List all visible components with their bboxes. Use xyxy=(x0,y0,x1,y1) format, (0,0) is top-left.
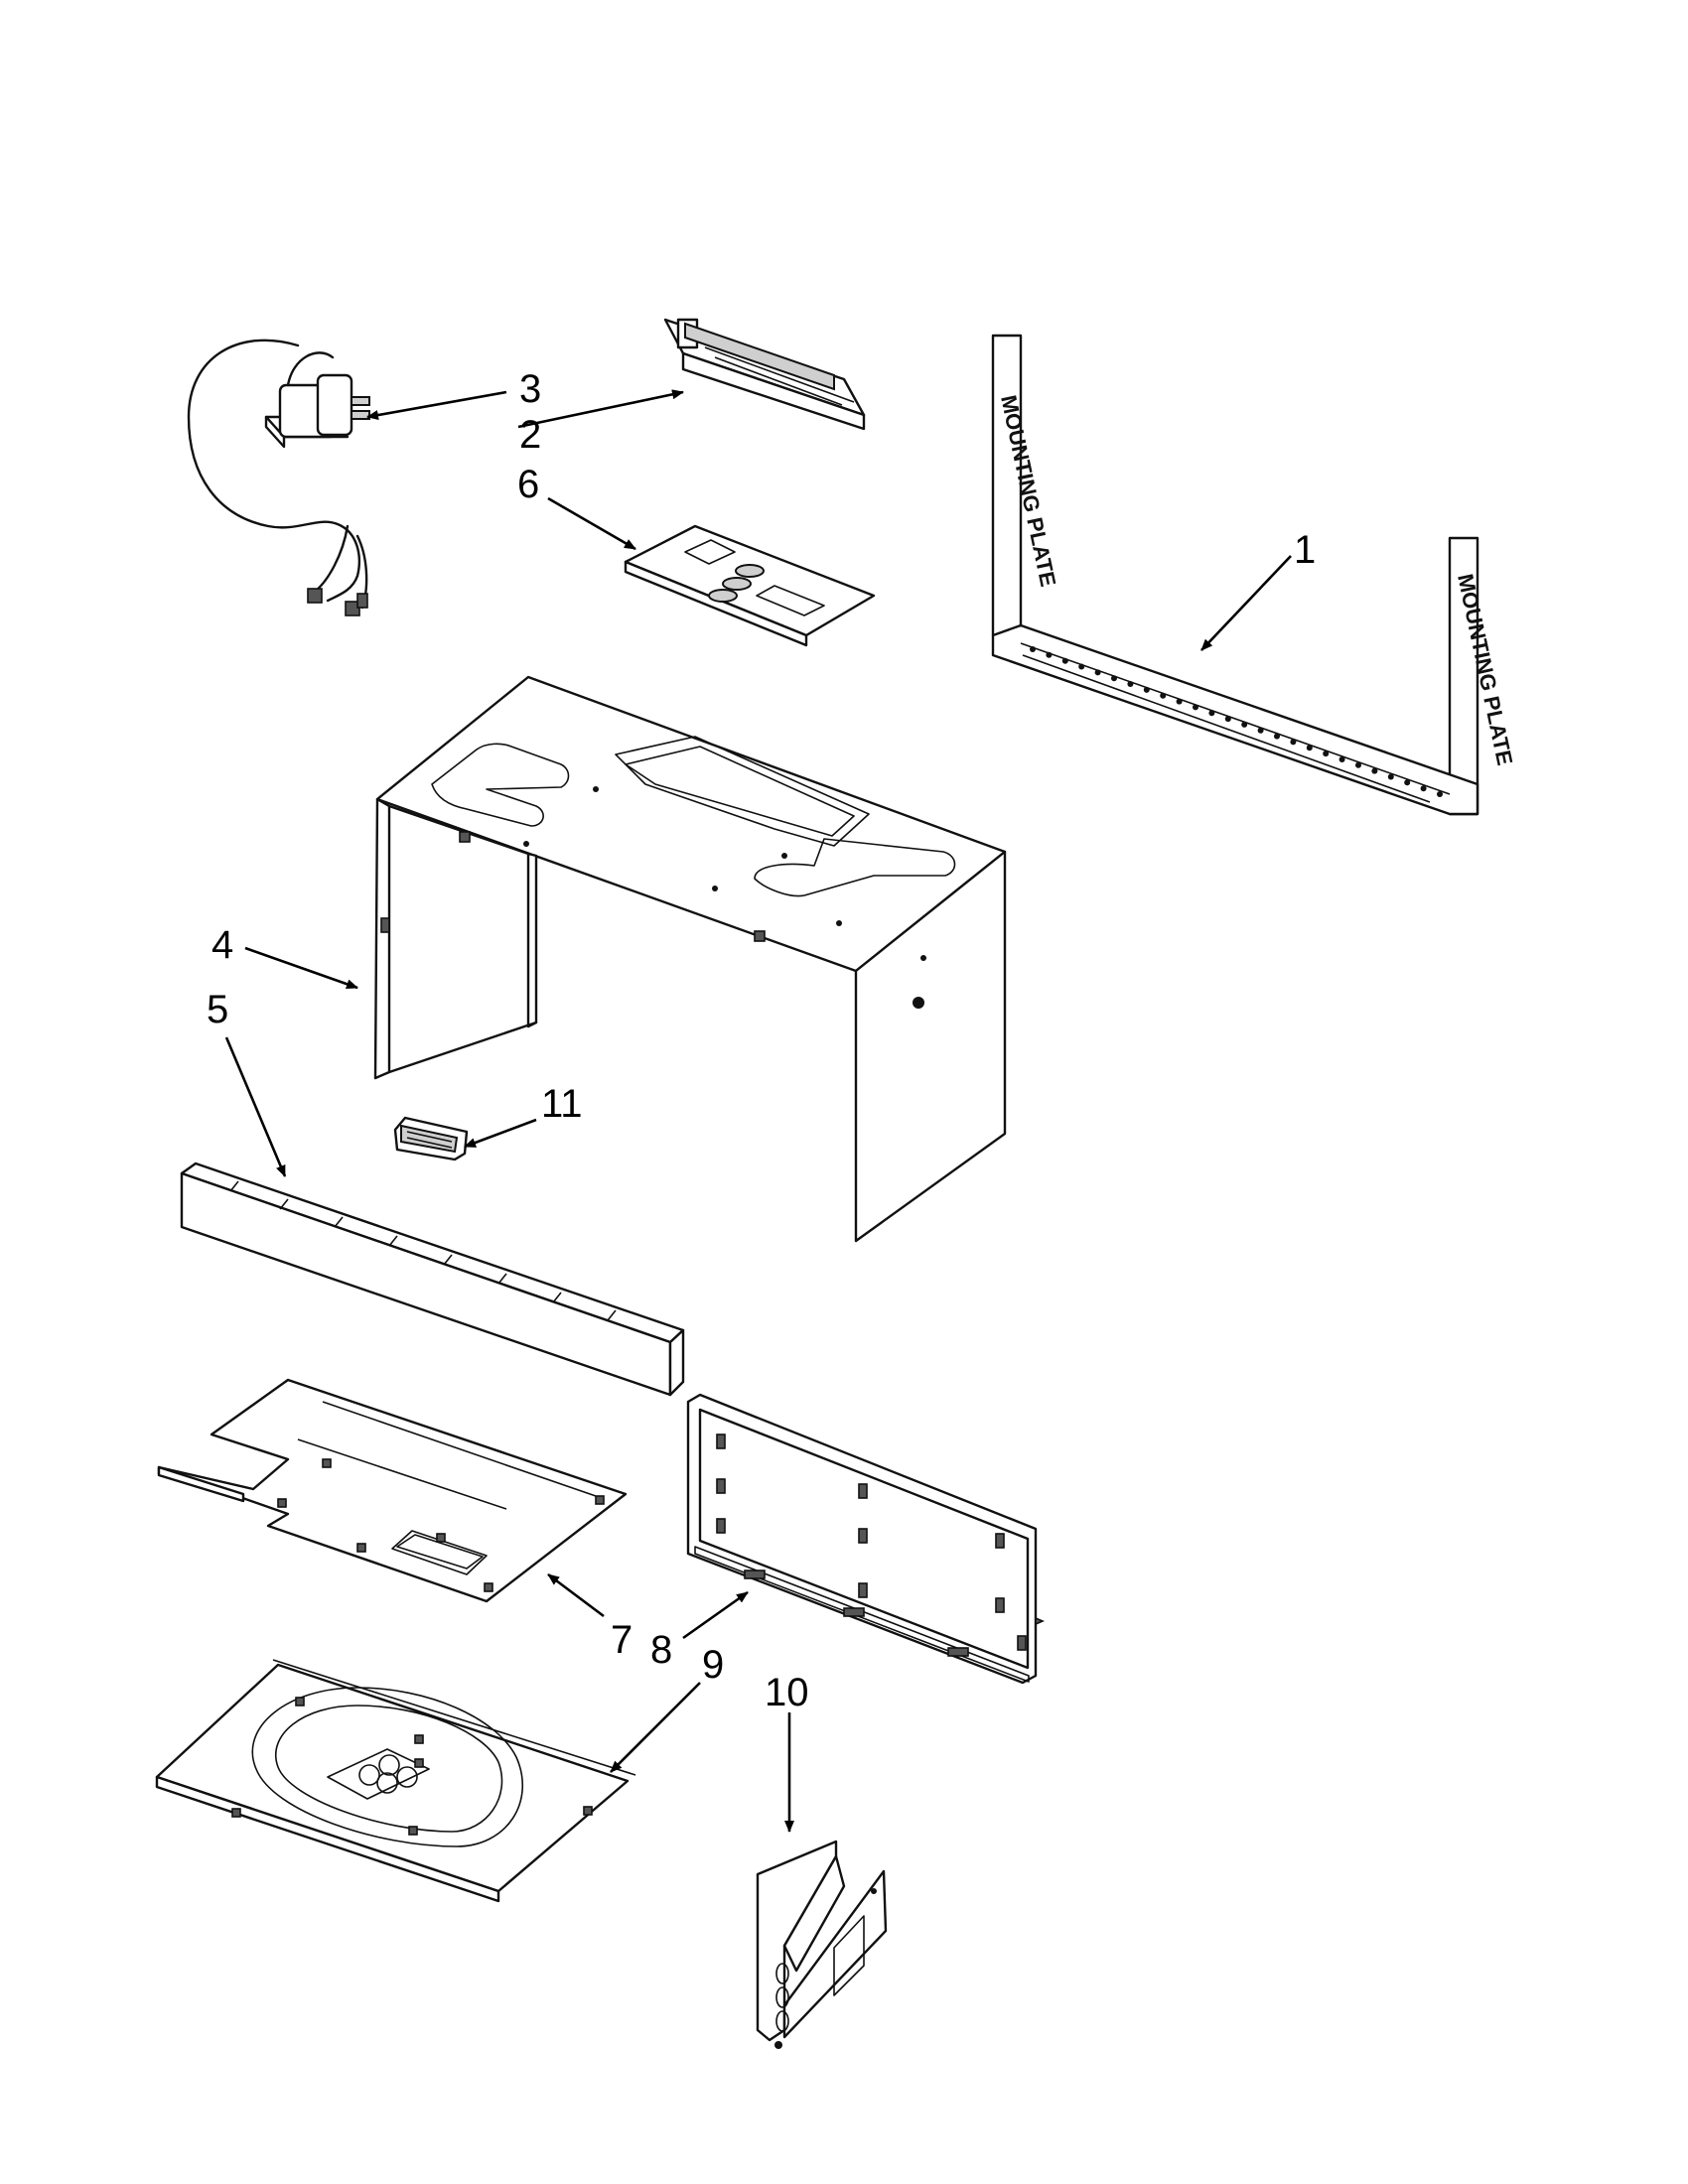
mounting-hole xyxy=(1127,681,1134,687)
mounting-hole xyxy=(1143,686,1150,693)
side-bracket-part xyxy=(756,1840,888,2049)
mounting-hole xyxy=(1387,773,1394,780)
callout-arrows xyxy=(224,389,1292,1833)
mounting-hole xyxy=(1257,727,1264,734)
callout-label-10: 10 xyxy=(765,1671,809,1714)
mounting-hole xyxy=(1338,756,1345,762)
mounting-hole xyxy=(1111,675,1117,682)
callout-arrow-8 xyxy=(682,1590,749,1640)
callout-label-2: 2 xyxy=(519,413,541,457)
callout-label-7: 7 xyxy=(611,1618,633,1662)
callout-labels: 1 2 3 4 5 6 7 8 9 10 11 xyxy=(207,367,1316,1714)
mounting-hole xyxy=(1404,779,1411,786)
vent-grille-part xyxy=(180,1161,685,1397)
mounting-hole xyxy=(1290,739,1297,746)
vent-damper-part xyxy=(663,318,866,431)
callout-label-9: 9 xyxy=(702,1643,724,1687)
mounting-hole xyxy=(1437,791,1443,797)
callout-arrow-11 xyxy=(464,1118,537,1149)
mounting-hole xyxy=(1078,663,1085,670)
mounting-hole xyxy=(1193,704,1198,711)
callout-label-6: 6 xyxy=(517,463,539,506)
mounting-hole xyxy=(1176,698,1183,705)
callout-label-3: 3 xyxy=(519,367,541,411)
grille-part xyxy=(393,1116,469,1161)
callout-arrow-1 xyxy=(1200,555,1292,651)
bottom-plate-part xyxy=(157,1378,628,1603)
power-cord-part xyxy=(187,339,370,616)
callout-label-11: 11 xyxy=(541,1082,583,1126)
mounting-hole xyxy=(1224,716,1231,723)
callout-arrow-7 xyxy=(547,1572,605,1618)
callout-arrow-3 xyxy=(366,390,507,420)
cabinet-wrapper-part xyxy=(373,675,1007,1243)
callout-label-8: 8 xyxy=(650,1628,672,1672)
callout-label-5: 5 xyxy=(207,988,228,1031)
mounting-hole xyxy=(1274,733,1280,740)
base-plate-part xyxy=(155,1659,636,1903)
mounting-hole xyxy=(1371,767,1378,774)
mounting-hole xyxy=(1061,657,1068,664)
callout-arrow-5 xyxy=(224,1036,287,1177)
callout-arrow-2 xyxy=(517,389,684,429)
mounting-hole xyxy=(1094,669,1101,676)
mounting-hole xyxy=(1420,785,1427,792)
mounting-hole xyxy=(1160,692,1167,699)
mounting-hole xyxy=(1323,751,1330,757)
callout-arrow-6 xyxy=(547,496,636,551)
mounting-hole xyxy=(1030,646,1036,652)
mounting-plate-part: MOUNTING PLATE MOUNTING PLATE xyxy=(991,334,1517,816)
mounting-hole xyxy=(1046,651,1053,658)
callout-arrow-4 xyxy=(244,946,358,990)
callout-label-4: 4 xyxy=(211,923,233,967)
callout-arrow-9 xyxy=(610,1682,701,1773)
back-panel-part xyxy=(686,1393,1046,1685)
mounting-hole xyxy=(1241,721,1248,728)
mounting-hole xyxy=(1355,761,1361,768)
callout-label-1: 1 xyxy=(1294,528,1316,572)
bracket-plate-part xyxy=(624,524,876,839)
mounting-hole xyxy=(1306,745,1313,751)
mounting-hole xyxy=(1208,710,1215,717)
